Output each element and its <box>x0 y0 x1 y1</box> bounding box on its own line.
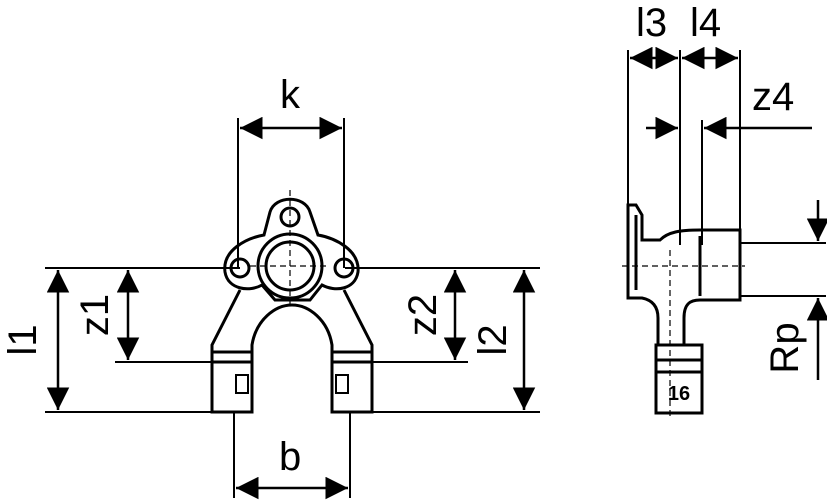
label-z2: z2 <box>401 294 445 336</box>
pipe-size-marking: 16 <box>668 383 690 405</box>
label-z1: z1 <box>73 294 117 336</box>
side-view: 16 l3 l4 z4 Rp <box>622 1 827 420</box>
fitting-front-body <box>210 197 374 414</box>
label-l2: l2 <box>471 324 515 355</box>
fitting-side-body: 16 <box>626 203 742 415</box>
label-k: k <box>280 73 301 117</box>
screw-hole-right <box>333 257 355 279</box>
press-sleeve-right <box>330 360 374 414</box>
front-view: k b l1 z1 z2 l2 <box>1 73 540 500</box>
press-sleeve-left <box>210 360 254 414</box>
side-press-sleeve <box>654 343 704 415</box>
label-rp: Rp <box>763 322 807 373</box>
screw-hole-left <box>229 257 251 279</box>
label-l1: l1 <box>1 324 45 355</box>
label-b: b <box>279 435 301 479</box>
label-l4: l4 <box>690 1 721 45</box>
label-l3: l3 <box>636 1 667 45</box>
label-z4: z4 <box>752 75 794 119</box>
